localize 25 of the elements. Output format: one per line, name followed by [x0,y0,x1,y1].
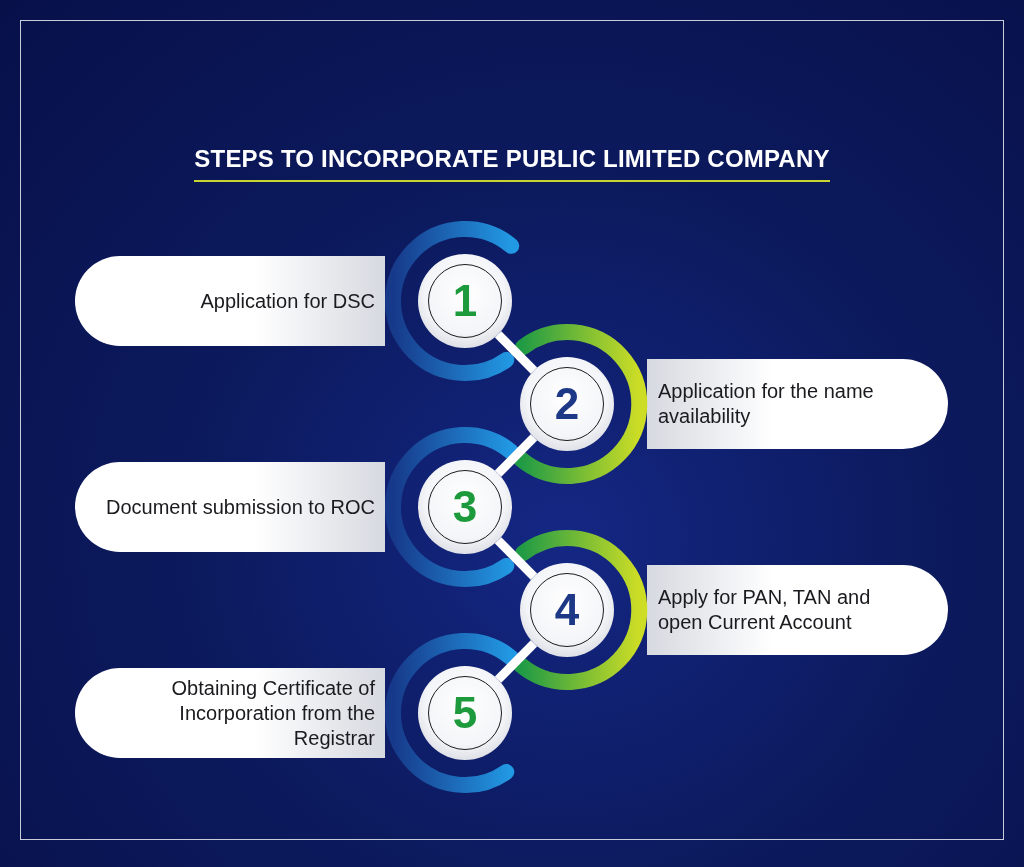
step-circle [520,357,614,451]
step-number: 2 [554,382,580,426]
step-pill [75,256,385,346]
step-label: Apply for PAN, TAN and open Current Account [658,585,872,635]
step-label: Application for DSC [200,288,375,314]
step-pill [647,359,948,449]
step-number: 4 [554,588,580,632]
step-circle [520,563,614,657]
step-circle [418,460,512,554]
step-label: Document submission to ROC [106,494,375,520]
step-number: 5 [452,691,478,735]
connector-line [494,537,538,580]
step-circle [418,254,512,348]
step-circle [418,666,512,760]
connector-line [494,331,538,374]
connector-line [494,640,538,683]
step-number: 1 [452,279,478,323]
step-pill [647,565,948,655]
step-label: Application for the name availability [658,379,875,429]
connector-line [494,434,538,477]
step-number: 3 [452,485,478,529]
step-pill [75,668,385,758]
step-pill [75,462,385,552]
title: STEPS TO INCORPORATE PUBLIC LIMITED COMPANY [194,145,830,182]
step-label: Obtaining Certificate of Incorporation from the Registrar [170,675,375,751]
